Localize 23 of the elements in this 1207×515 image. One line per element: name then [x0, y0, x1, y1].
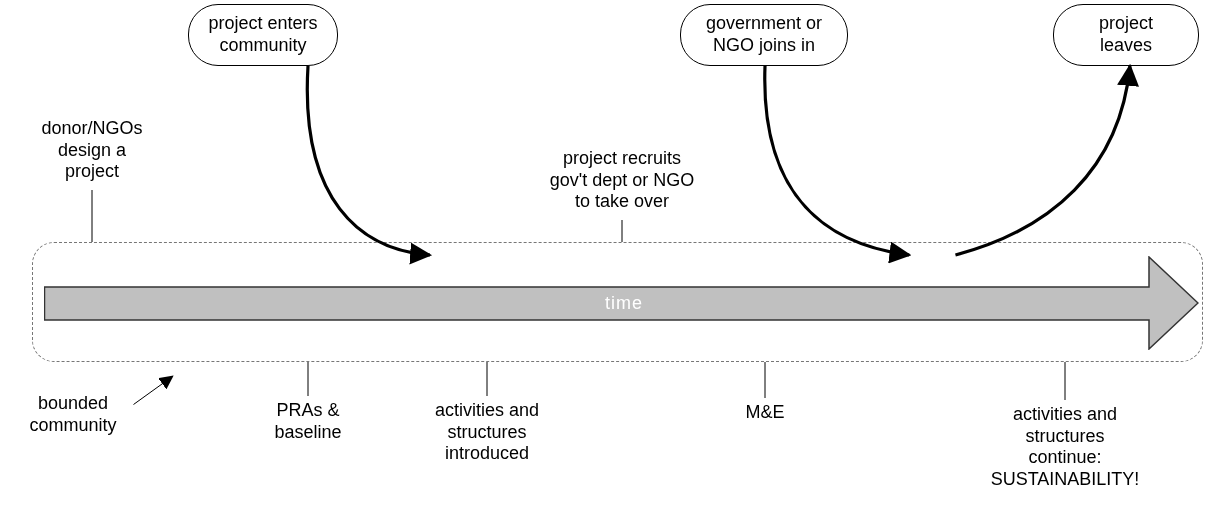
leader-line	[486, 361, 488, 397]
curved-arrow	[305, 65, 433, 264]
time-arrow	[44, 256, 1199, 350]
leader-line	[621, 219, 623, 243]
event-pill: project leaves	[1053, 4, 1199, 66]
time-label: time	[605, 293, 643, 313]
stage-label: activities and structures introduced	[417, 400, 557, 468]
leader-line	[91, 189, 93, 243]
stage-label: M&E	[730, 402, 800, 426]
curved-arrow	[763, 66, 912, 263]
event-pill: project enters community	[188, 4, 338, 66]
event-pill: government or NGO joins in	[680, 4, 848, 66]
stage-label: activities and structures continue: SUSTAINABILITY!	[990, 404, 1140, 494]
leader-line	[764, 361, 766, 399]
arrow	[133, 375, 174, 405]
stage-label: project recruits gov't dept or NGO to take over	[542, 148, 702, 216]
leader-line	[1064, 361, 1066, 401]
curved-arrow	[955, 63, 1138, 257]
stage-label: PRAs & baseline	[258, 400, 358, 446]
stage-label: bounded community	[18, 393, 128, 439]
stage-label: donor/NGOs design a project	[42, 118, 142, 186]
leader-line	[307, 361, 309, 397]
community-boundary	[32, 242, 1203, 362]
